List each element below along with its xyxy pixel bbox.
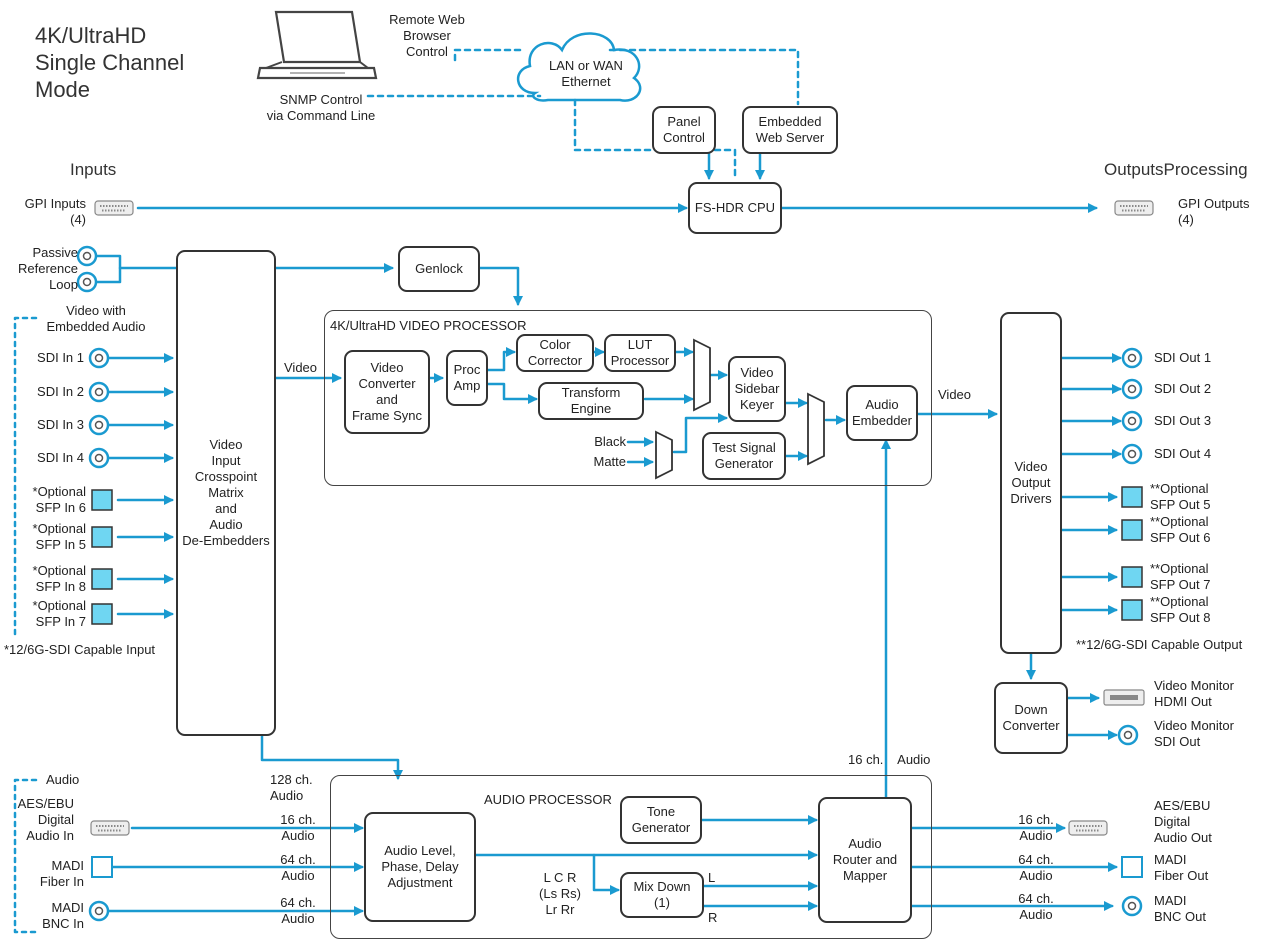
audio-embedder-box: Audio Embedder (846, 385, 918, 441)
panel-control-box: Panel Control (652, 106, 716, 154)
color-corrector-box: Color Corrector (516, 334, 594, 372)
monitor-sdi-bnc-icon (1117, 724, 1139, 746)
mix-r-label: R (708, 910, 718, 925)
audio-label: Audio (46, 772, 80, 787)
sdi-out-3-label: SDI Out 3 (1154, 413, 1212, 428)
output-note: **12/6G-SDI Capable Output (1076, 637, 1243, 652)
madi-bnc-out-icon (1121, 895, 1143, 917)
video-processor-title: 4K/UltraHD VIDEO PROCESSOR (330, 318, 527, 333)
video-processor-panel (324, 310, 932, 486)
madi-fiber-in-label: MADI Fiber In (39, 858, 84, 889)
madi-bnc-in-ch-label: 64 ch. Audio (280, 895, 316, 926)
sfp-out-5-label: **Optional SFP Out 5 (1150, 481, 1211, 512)
madi-fiber-out-icon (1121, 856, 1143, 878)
web-server-box: Embedded Web Server (742, 106, 838, 154)
cloud-label: LAN or WAN Ethernet (549, 58, 623, 89)
mux-black-matte (655, 430, 673, 480)
proc-amp-box: Proc Amp (446, 350, 488, 406)
audio-processor-panel (330, 775, 932, 939)
madi-fiber-in-icon (91, 856, 113, 878)
madi-bnc-out-ch-label: 64 ch. Audio (1018, 891, 1054, 922)
aes-in-ch-label: 16 ch. Audio (280, 812, 316, 843)
sdi-out-4-label: SDI Out 4 (1154, 446, 1212, 461)
video-converter-box: Video Converter and Frame Sync (344, 350, 430, 434)
test-signal-box: Test Signal Generator (702, 432, 786, 480)
sfp-in-icons (91, 489, 113, 625)
remote-browser-label: Remote Web Browser Control (389, 12, 465, 59)
lcr-label: L C R (Ls Rs) Lr Rr (539, 870, 581, 917)
aes-out-ch-label: 16 ch. Audio (1018, 812, 1054, 843)
ch128-label: 128 ch. Audio (270, 772, 313, 803)
sidebar-keyer-box: Video Sidebar Keyer (728, 356, 786, 422)
gpi-inputs-label: GPI Inputs (4) (24, 196, 86, 227)
aes-in-connector-icon (90, 820, 130, 836)
input-note: *12/6G-SDI Capable Input (4, 642, 156, 657)
madi-bnc-out-label: MADI BNC Out (1154, 893, 1207, 924)
laptop-icon (256, 10, 378, 80)
gpi-in-connector-icon (94, 200, 134, 216)
passive-reference-label: Passive Reference Loop (18, 245, 78, 292)
sfp-in-7-label: *Optional SFP In 7 (32, 598, 86, 629)
monitor-hdmi-label: Video Monitor HDMI Out (1154, 678, 1234, 709)
ref-loop-bnc-icon (76, 245, 98, 293)
monitor-sdi-label: Video Monitor SDI Out (1154, 718, 1234, 749)
audio-processor-title: AUDIO PROCESSOR (484, 792, 612, 807)
mux-2 (807, 392, 825, 466)
madi-bnc-in-label: MADI BNC In (42, 900, 84, 931)
output-drivers-box: Video Output Drivers (1000, 312, 1062, 654)
inputs-header: Inputs (70, 160, 117, 179)
ch16-up-label: 16 ch. Audio (848, 752, 931, 767)
audio-router-box: Audio Router and Mapper (818, 797, 912, 923)
aes-out-connector-icon (1068, 820, 1108, 836)
tone-generator-box: Tone Generator (620, 796, 702, 844)
madi-fiber-in-ch-label: 64 ch. Audio (280, 852, 316, 883)
down-converter-box: Down Converter (994, 682, 1068, 754)
sfp-out-7-label: **Optional SFP Out 7 (1150, 561, 1211, 592)
cpu-box: FS-HDR CPU (688, 182, 782, 234)
mux-1 (693, 338, 711, 412)
sfp-out-8-label: **Optional SFP Out 8 (1150, 594, 1211, 625)
sfp-in-6-label: *Optional SFP In 6 (32, 484, 86, 515)
black-label: Black (594, 434, 626, 449)
sfp-out-icons (1121, 486, 1143, 621)
video-label: Video (284, 360, 318, 375)
sdi-in-3-label: SDI In 3 (37, 417, 84, 432)
sdi-out-bnc-icons (1121, 347, 1143, 465)
audio-level-box: Audio Level, Phase, Delay Adjustment (364, 812, 476, 922)
mix-down-box: Mix Down (1) (620, 872, 704, 918)
sdi-out-1-label: SDI Out 1 (1154, 350, 1212, 365)
aes-out-label: AES/EBU Digital Audio Out (1154, 798, 1212, 845)
madi-fiber-out-label: MADI Fiber Out (1154, 852, 1209, 883)
genlock-box: Genlock (398, 246, 480, 292)
snmp-label: SNMP Control via Command Line (266, 92, 376, 123)
madi-fiber-out-ch-label: 64 ch. Audio (1018, 852, 1054, 883)
transform-engine-box: Transform Engine (538, 382, 644, 420)
mix-l-label: L (708, 870, 716, 885)
madi-bnc-in-icon (88, 900, 110, 922)
input-matrix-box: Video Input Crosspoint Matrix and Audio … (176, 250, 276, 736)
aes-in-label: AES/EBU Digital Audio In (17, 796, 74, 843)
sdi-in-bnc-icons (88, 347, 110, 469)
lut-processor-box: LUT Processor (604, 334, 676, 372)
sdi-in-1-label: SDI In 1 (37, 350, 84, 365)
page-title: 4K/UltraHD Single Channel Mode (35, 23, 185, 102)
sdi-in-4-label: SDI In 4 (37, 450, 84, 465)
sfp-in-8-label: *Optional SFP In 8 (32, 563, 86, 594)
sfp-in-5-label: *Optional SFP In 5 (32, 521, 86, 552)
hdmi-out-icon (1103, 689, 1145, 706)
video-embedded-label: Video with Embedded Audio (46, 303, 146, 334)
gpi-out-connector-icon (1114, 200, 1154, 216)
video-out-label: Video (938, 387, 972, 402)
gpi-outputs-label: GPI Outputs (4) (1178, 196, 1250, 227)
sdi-in-2-label: SDI In 2 (37, 384, 84, 399)
matte-label: Matte (593, 454, 626, 469)
outputs-header: OutputsProcessing (1104, 160, 1248, 179)
sdi-out-2-label: SDI Out 2 (1154, 381, 1212, 396)
sfp-out-6-label: **Optional SFP Out 6 (1150, 514, 1211, 545)
